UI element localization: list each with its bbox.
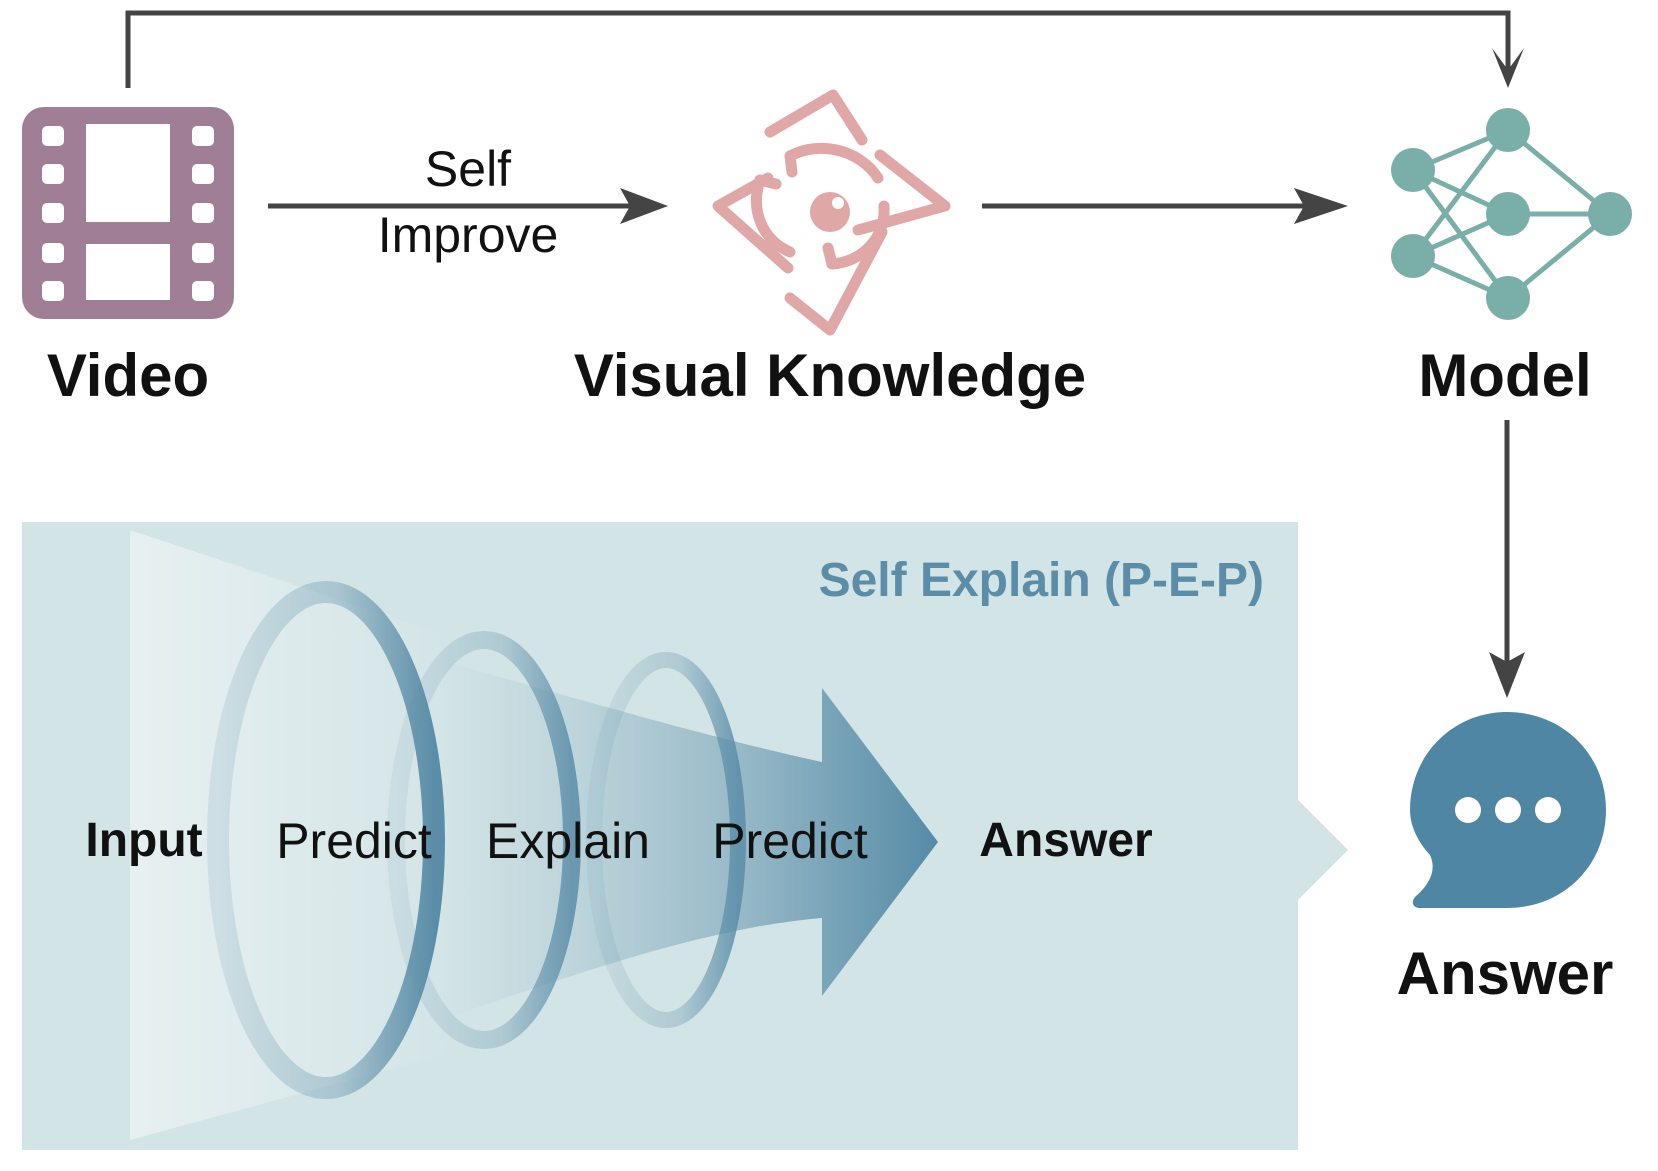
edge-model-to-answer bbox=[1489, 420, 1525, 698]
ring-predict-1 bbox=[207, 581, 445, 1099]
self-explain-panel bbox=[22, 522, 1348, 1150]
ring-predict-2 bbox=[586, 652, 746, 1028]
eye-diamond-icon bbox=[712, 89, 951, 336]
visual-knowledge-label: Visual Knowledge bbox=[574, 342, 1086, 409]
video-label: Video bbox=[47, 342, 209, 409]
neural-network-icon bbox=[1391, 108, 1632, 320]
model-label: Model bbox=[1418, 342, 1591, 409]
edge-knowledge-to-model bbox=[982, 188, 1348, 224]
arrowhead-icon bbox=[1492, 48, 1524, 88]
film-strip-icon bbox=[22, 107, 234, 319]
step-predict-1: Predict bbox=[276, 813, 432, 869]
step-input: Input bbox=[85, 814, 202, 867]
edge-video-to-model bbox=[125, 10, 1524, 88]
arrowhead-icon bbox=[1294, 188, 1348, 224]
chat-bubble-icon bbox=[1410, 712, 1606, 908]
ring-explain bbox=[387, 631, 581, 1049]
self-improve-label-line1: Self bbox=[425, 141, 511, 197]
step-predict-2: Predict bbox=[712, 813, 868, 869]
step-explain: Explain bbox=[486, 813, 650, 869]
arrowhead-icon bbox=[1489, 652, 1525, 698]
self-improve-label-line2: Improve bbox=[378, 207, 559, 263]
answer-label: Answer bbox=[1397, 940, 1614, 1007]
panel-title: Self Explain (P-E-P) bbox=[819, 554, 1264, 607]
arrowhead-icon bbox=[620, 188, 668, 224]
edge-video-to-knowledge bbox=[268, 188, 668, 224]
step-answer: Answer bbox=[979, 814, 1152, 867]
